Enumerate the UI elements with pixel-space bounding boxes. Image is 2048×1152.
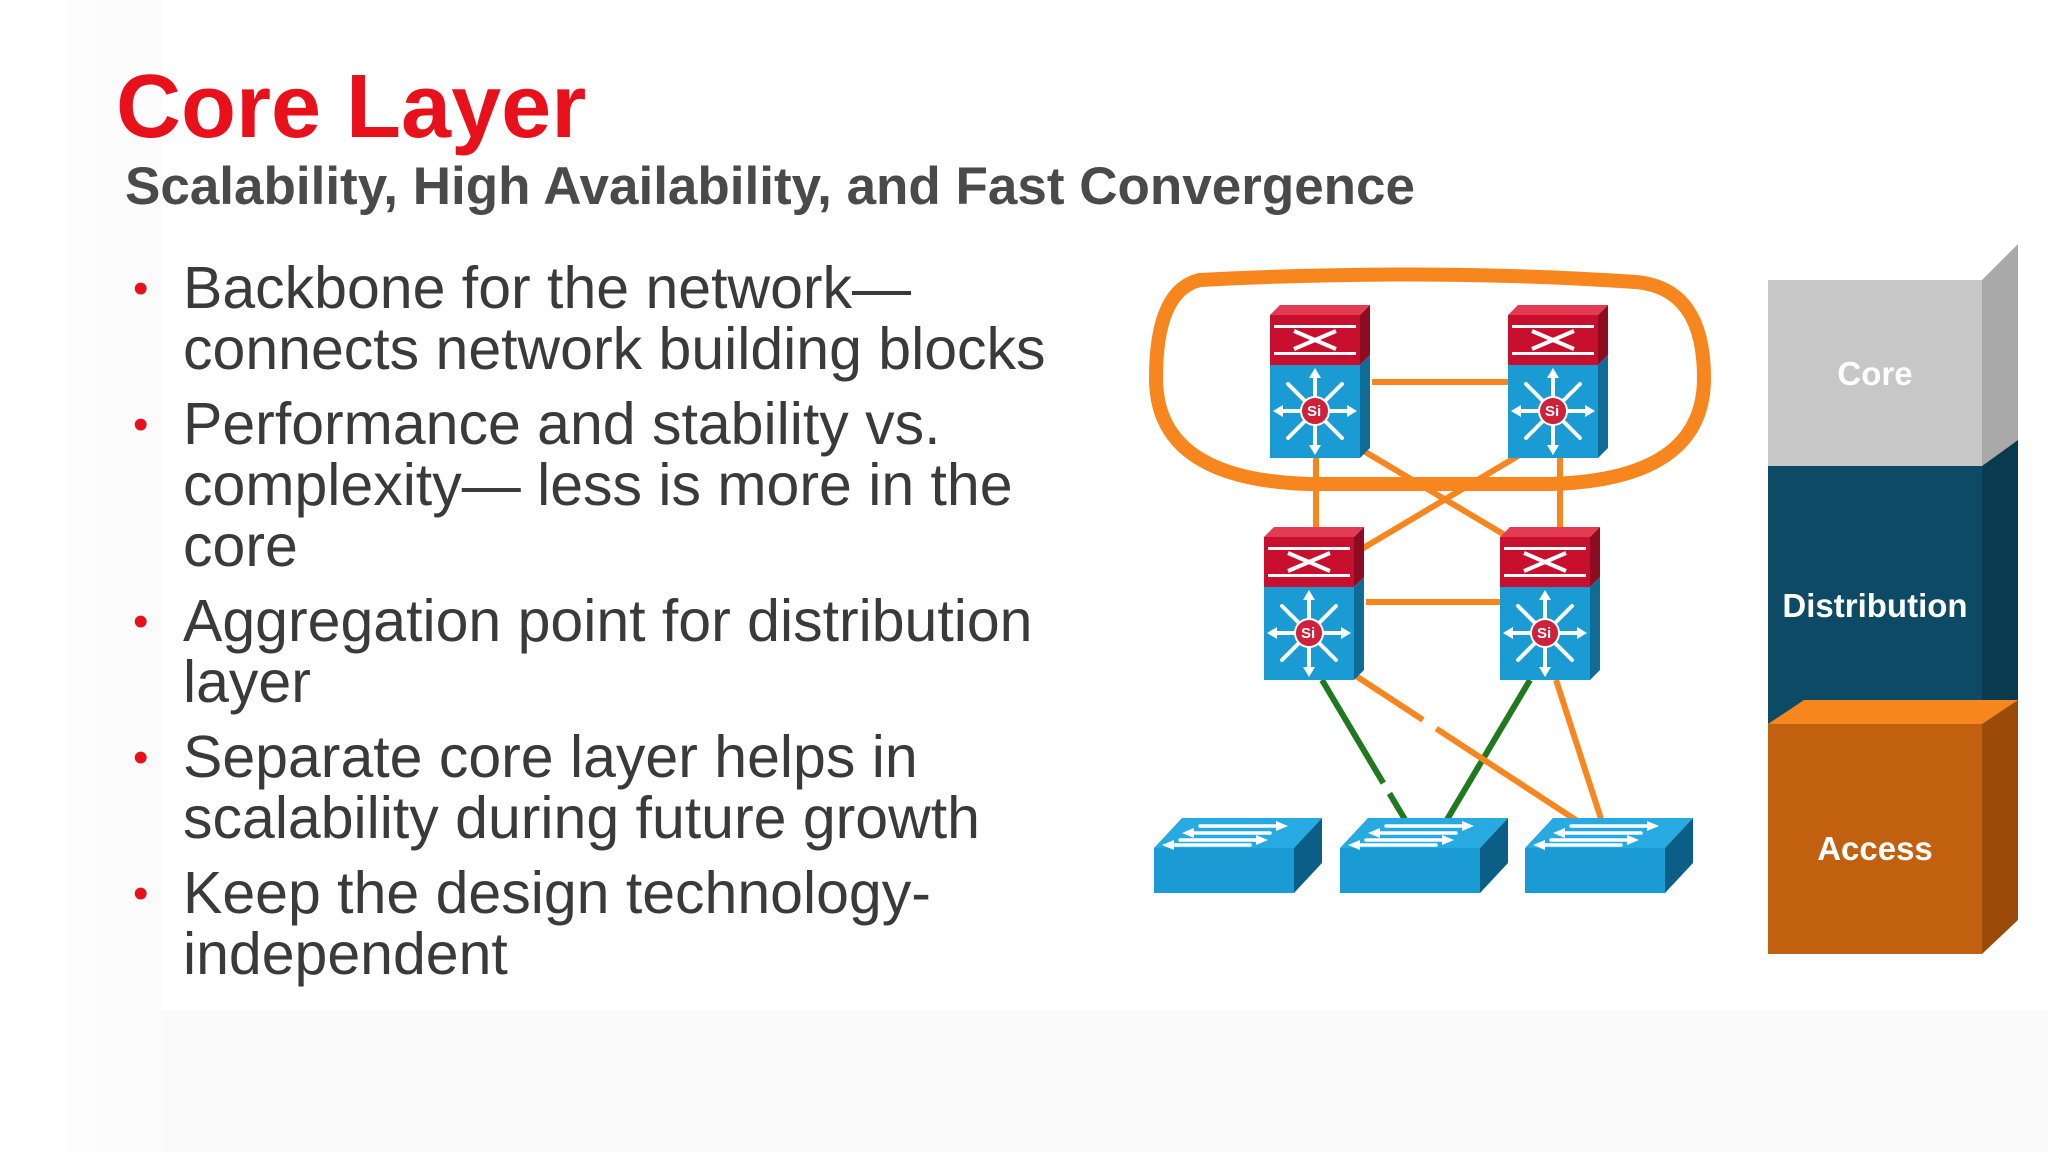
link-dist-right-access-right-orange	[1553, 679, 1607, 829]
access-switch-icon	[1152, 816, 1324, 895]
slide-title: Core Layer	[116, 57, 587, 157]
bullet-line: complexity— less is more in the	[183, 452, 1013, 518]
bullet-line: Backbone for the network—	[183, 255, 912, 321]
bullet-line: Aggregation point for distribution	[183, 588, 1033, 654]
multilayer-switch-icon: Si	[1498, 525, 1602, 682]
bullet-item: • Backbone for the network— connects net…	[125, 258, 1125, 380]
bullet-marker: •	[133, 264, 149, 313]
bullet-item: • Keep the design technology- independen…	[125, 863, 1125, 985]
bullet-line: Separate core layer helps in	[183, 724, 918, 790]
layer-block-access: Access	[1768, 700, 2018, 954]
bullet-line: Keep the design technology-	[183, 860, 931, 926]
link-dist-left-access-middle-green	[1319, 678, 1413, 830]
layer-label-distribution: Distribution	[1782, 587, 1967, 624]
multilayer-switch-icon: Si	[1268, 303, 1372, 460]
bullet-item: • Aggregation point for distribution lay…	[125, 591, 1125, 713]
bullet-line: core	[183, 513, 298, 579]
bullet-item: • Separate core layer helps in scalabili…	[125, 727, 1125, 849]
bullet-marker: •	[133, 733, 149, 782]
svg-text:Si: Si	[1307, 403, 1321, 420]
link-dist-left-access-right-orange	[1354, 673, 1590, 831]
bullet-marker: •	[133, 869, 149, 918]
access-links	[1319, 673, 1607, 831]
layer-stack: Core Distribution Access	[1768, 244, 2018, 954]
multilayer-switch-icon: Si	[1262, 525, 1366, 682]
layer-block-core: Core	[1768, 244, 2018, 466]
access-switch-icon	[1523, 816, 1695, 895]
svg-text:Si: Si	[1301, 625, 1315, 642]
layer-block-distribution: Distribution	[1768, 440, 2018, 724]
multilayer-switch-icon: Si	[1506, 303, 1610, 460]
link-dist-right-access-middle-green	[1439, 678, 1533, 830]
layer-label-core: Core	[1837, 355, 1912, 392]
layer-label-access: Access	[1817, 830, 1933, 867]
core-links	[1313, 379, 1563, 605]
bullet-line: independent	[183, 921, 508, 987]
slide-subtitle: Scalability, High Availability, and Fast…	[125, 157, 1416, 216]
bullet-line: connects network building blocks	[183, 316, 1046, 382]
bullet-marker: •	[133, 400, 149, 449]
bullet-item: • Performance and stability vs. complexi…	[125, 394, 1125, 577]
bullet-marker: •	[133, 597, 149, 646]
link-core-right-dist-left	[1358, 447, 1530, 553]
bullet-line: layer	[183, 649, 311, 715]
svg-text:Si: Si	[1537, 625, 1551, 642]
bullet-line: scalability during future growth	[183, 785, 980, 851]
svg-text:Si: Si	[1545, 403, 1559, 420]
bullet-line: Performance and stability vs.	[183, 391, 941, 457]
bullet-list: • Backbone for the network— connects net…	[125, 258, 1125, 999]
left-margin-shade	[0, 0, 162, 1152]
access-switch-icon	[1338, 816, 1510, 895]
core-ring	[1148, 267, 1712, 491]
bottom-margin-shade	[162, 1010, 2048, 1152]
